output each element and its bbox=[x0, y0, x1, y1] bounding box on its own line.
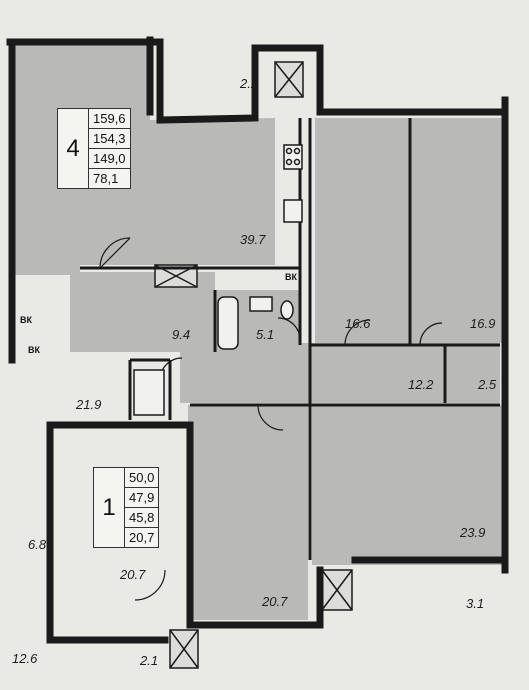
apartment-1-number: 1 bbox=[94, 468, 125, 547]
area-bedroom-a: 16.6 bbox=[345, 316, 371, 331]
area-loggia-right: 3.1 bbox=[466, 596, 485, 611]
shaft-label-2: ВК bbox=[20, 315, 32, 325]
apartment-1-area-net: 45,8 bbox=[125, 508, 159, 528]
area-bedroom-b: 16.9 bbox=[470, 316, 496, 331]
sink-icon bbox=[283, 199, 303, 223]
apartment-4-area-net: 149,0 bbox=[89, 149, 130, 169]
bathtub-icon bbox=[217, 296, 239, 350]
area-balcony-bottom: 2.1 bbox=[140, 653, 159, 668]
walls bbox=[6, 36, 509, 644]
washbasin-icon bbox=[249, 296, 273, 312]
area-closet: 2.5 bbox=[478, 377, 497, 392]
area-stairs-left: 12.6 bbox=[12, 651, 38, 666]
area-hall-4: 9.4 bbox=[172, 327, 191, 342]
area-balcony-top: 2.2 bbox=[240, 76, 259, 91]
corridor-fill bbox=[180, 343, 500, 403]
shaft-label-3: ВК bbox=[28, 345, 40, 355]
area-hall-1: 6.8 bbox=[28, 537, 47, 552]
bedroom-b-fill bbox=[410, 118, 505, 343]
shaft-label-1: ВК bbox=[285, 272, 297, 282]
apartment-1-area-total: 50,0 bbox=[125, 468, 159, 488]
apartment-4-area-living: 78,1 bbox=[93, 171, 119, 186]
apartment-1-area-reduced: 47,9 bbox=[125, 488, 159, 508]
area-lobby: 21.9 bbox=[76, 397, 102, 412]
area-kitchen-1: 20.7 bbox=[120, 567, 146, 582]
shaft-boxes bbox=[154, 61, 353, 669]
apartment-4-summary: 4 159,6 154,3 149,0 78,1 bbox=[57, 108, 131, 189]
room-1-fill bbox=[188, 405, 308, 620]
door-swings bbox=[99, 237, 443, 601]
area-kitchen-living-4: 39.7 bbox=[240, 232, 266, 247]
room-fills bbox=[12, 42, 505, 620]
apartment-1-area-living: 20,7 bbox=[129, 530, 155, 545]
apartment-4-living-fill bbox=[12, 42, 275, 275]
stove-icon bbox=[283, 144, 303, 170]
apartment-4-area-total: 159,6 bbox=[89, 109, 130, 129]
bedroom-a-fill bbox=[315, 118, 410, 343]
area-corridor: 12.2 bbox=[408, 377, 434, 392]
area-room-1: 20.7 bbox=[262, 594, 288, 609]
master-bedroom-fill bbox=[312, 405, 504, 565]
toilet-icon bbox=[280, 300, 294, 320]
area-bathroom-4: 5.1 bbox=[256, 327, 275, 342]
kitchen-fixtures bbox=[133, 144, 303, 416]
apartment-1-summary: 1 50,0 47,9 45,8 20,7 bbox=[93, 467, 160, 548]
inner-walls bbox=[80, 118, 500, 560]
apartment-4-area-reduced: 154,3 bbox=[89, 129, 130, 149]
area-master-bedroom: 23.9 bbox=[460, 525, 486, 540]
apartment-4-number: 4 bbox=[58, 109, 89, 188]
washer-icon bbox=[133, 369, 165, 416]
